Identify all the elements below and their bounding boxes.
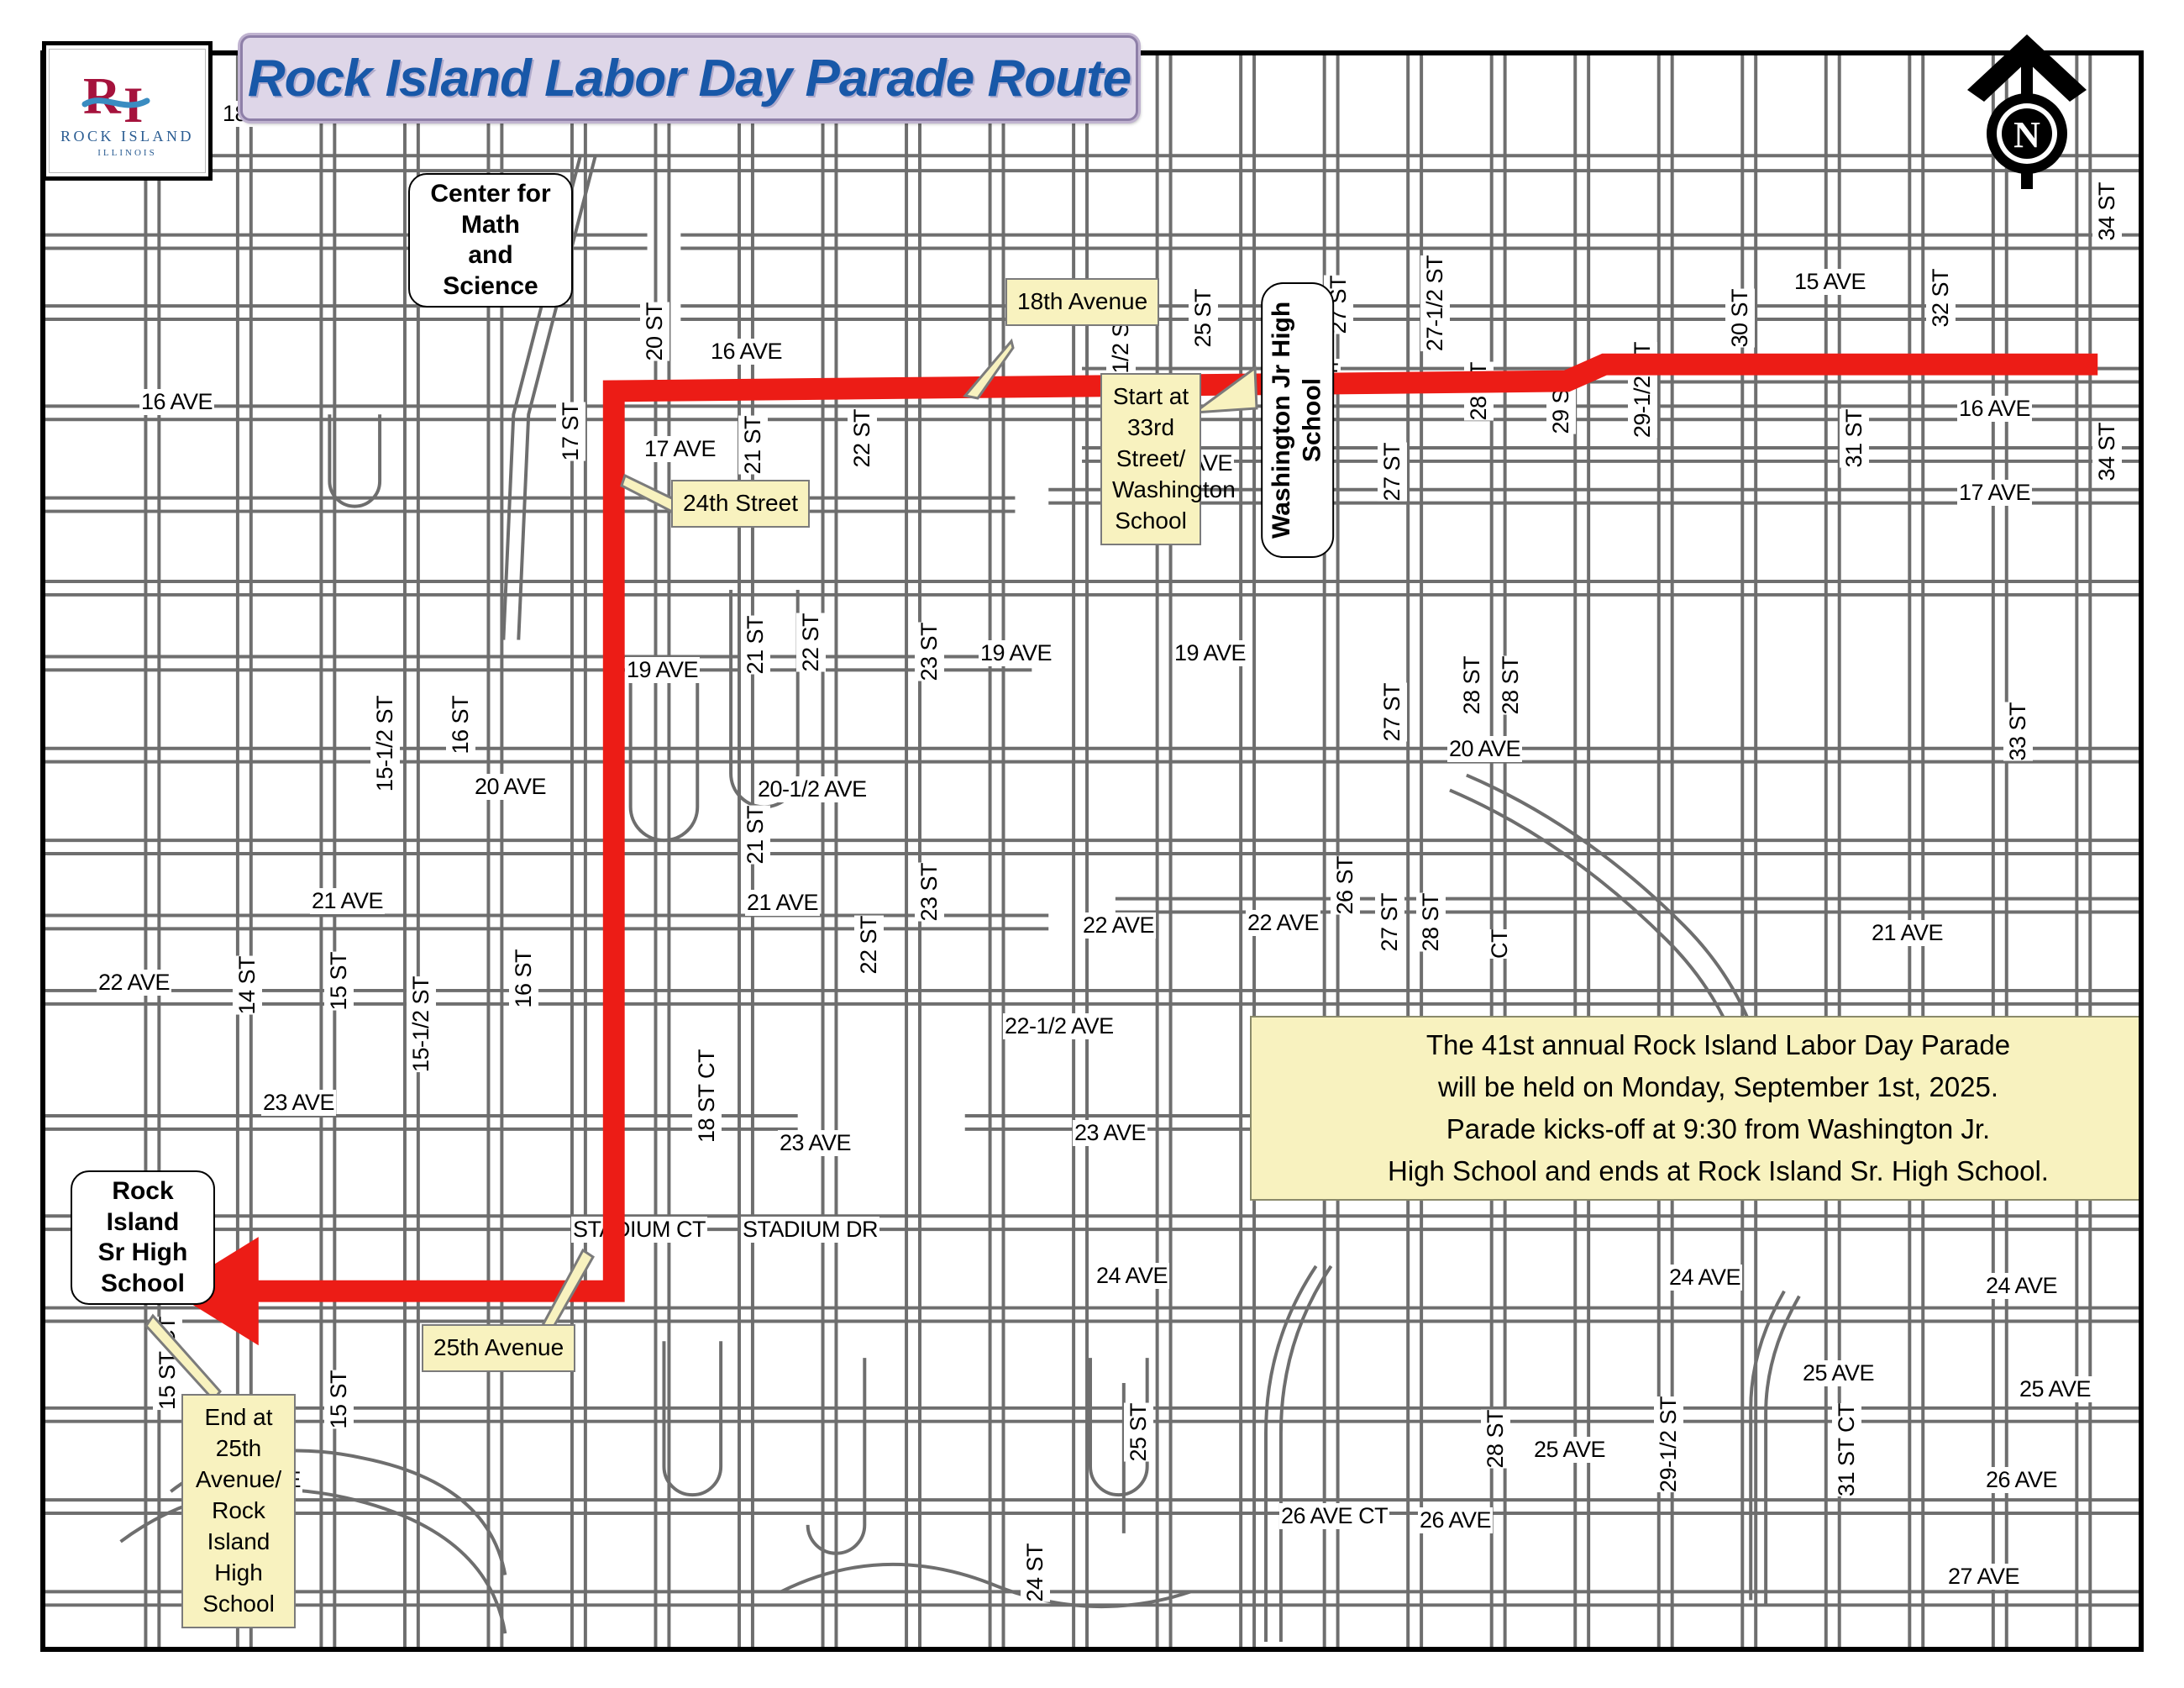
page-title: Rock Island Labor Day Parade Route xyxy=(247,49,1131,108)
street-label: 27 AVE xyxy=(1946,1564,2022,1590)
info-line-4: High School and ends at Rock Island Sr. … xyxy=(1388,1155,2049,1187)
street-label: 15 AVE xyxy=(1793,269,1868,295)
logo-subtitle: ILLINOIS xyxy=(97,147,157,158)
street-label: 25 AVE xyxy=(1532,1437,1608,1463)
svg-text:R: R xyxy=(83,68,122,125)
parade-info-box: The 41st annual Rock Island Labor Day Pa… xyxy=(1250,1016,2139,1201)
callout-18th-avenue: 18th Avenue xyxy=(1005,278,1160,326)
place-label-center-for-math-and-science: Center for Math and Science xyxy=(408,173,573,308)
info-line-1: The 41st annual Rock Island Labor Day Pa… xyxy=(1425,1028,2011,1060)
map-title-banner: Rock Island Labor Day Parade Route xyxy=(240,35,1138,121)
street-label: 25 AVE xyxy=(1801,1360,1877,1386)
info-line-3: Parade kicks-off at 9:30 from Washington… xyxy=(1446,1113,1991,1144)
street-label: 26 AVE CT xyxy=(1279,1503,1390,1529)
callout-24th-street: 24th Street xyxy=(671,480,810,528)
north-letter: N xyxy=(2013,114,2040,155)
callout-start-at-33rd-street: Start at 33rd Street/ Washington School xyxy=(1100,373,1236,545)
north-arrow-icon: N xyxy=(1964,29,2090,197)
ri-monogram-icon: R I xyxy=(76,65,177,133)
callout-end-at-25th-avenue: End at 25th Avenue/ Rock Island High Sch… xyxy=(181,1394,296,1628)
rock-island-logo: R I ROCK ISLAND ILLINOIS xyxy=(42,41,213,181)
street-label: 26 AVE xyxy=(1984,1467,2060,1493)
logo-name: ROCK ISLAND xyxy=(60,127,194,145)
info-line-2: will be held on Monday, September 1st, 2… xyxy=(1437,1070,1999,1102)
street-label: 26 AVE xyxy=(1418,1507,1494,1533)
callout-25th-avenue: 25th Avenue xyxy=(422,1324,576,1372)
street-label: 22 AVE xyxy=(97,970,172,996)
street-label: 25 AVE xyxy=(2018,1376,2093,1402)
street-label: 16 AVE xyxy=(139,389,215,415)
